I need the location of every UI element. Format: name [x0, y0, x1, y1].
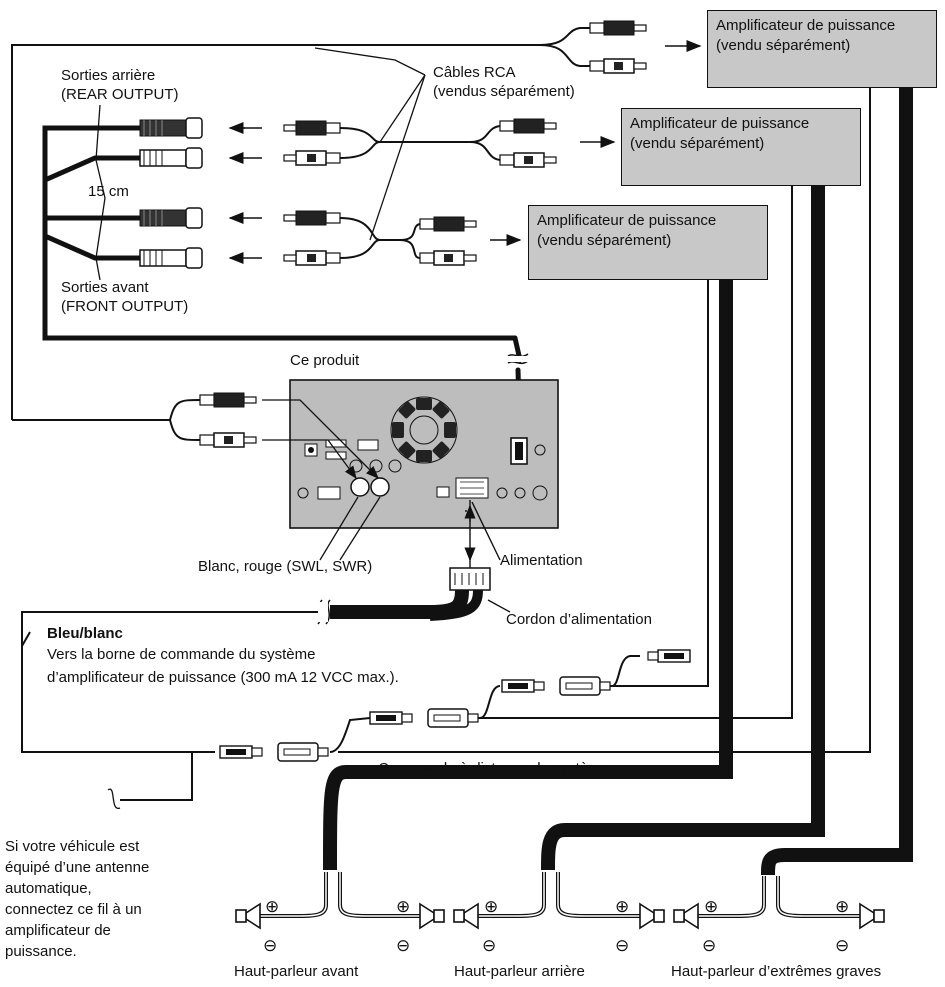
- amplifier-top: Amplificateur de puissance (vendu séparé…: [707, 10, 937, 88]
- power-connector: [449, 567, 491, 591]
- front-output-label: Sorties avant (FRONT OUTPUT): [61, 279, 189, 315]
- minus-sign: ⊖: [263, 936, 278, 955]
- amplifier-note: (vendu séparément): [716, 37, 851, 54]
- minus-sign: ⊖: [835, 936, 850, 955]
- product-label: Ce produit: [290, 352, 360, 369]
- power-label: Alimentation: [500, 552, 583, 569]
- plus-sign: ⊕: [704, 897, 719, 916]
- speaker-rear-left: [453, 903, 479, 929]
- speaker-subwoofer-label: Haut-parleur d’extrêmes graves: [671, 963, 882, 980]
- swl-swr-label: Blanc, rouge (SWL, SWR): [198, 558, 373, 575]
- plus-sign: ⊕: [835, 897, 850, 916]
- amplifier-bottom: Amplificateur de puissance (vendu séparé…: [528, 205, 768, 280]
- remote-control-label: Commande à distance du système: [378, 760, 609, 777]
- speaker-front-left: [235, 903, 261, 929]
- speaker-sub-left: [673, 903, 699, 929]
- speaker-front-label: Haut-parleur avant: [234, 963, 359, 980]
- speaker-front-right: [419, 903, 445, 929]
- speaker-rear-label: Haut-parleur arrière: [454, 963, 585, 980]
- amplifier-note: (vendu séparément): [537, 232, 672, 249]
- amplifier-title: Amplificateur de puissance: [537, 212, 717, 229]
- antenna-note: Si votre véhicule est équipé d’une anten…: [5, 838, 150, 960]
- amplifier-middle: Amplificateur de puissance (vendu séparé…: [621, 108, 861, 186]
- minus-sign: ⊖: [482, 936, 497, 955]
- amplifier-note: (vendu séparément): [630, 135, 765, 152]
- minus-sign: ⊖: [396, 936, 411, 955]
- amplifier-title: Amplificateur de puissance: [716, 17, 896, 34]
- length-label: 15 cm: [88, 183, 129, 200]
- blue-white-description: Vers la borne de commande du système d’a…: [47, 646, 399, 686]
- rca-cables-label: Câbles RCA (vendus séparément): [433, 64, 575, 100]
- plus-sign: ⊕: [396, 897, 411, 916]
- minus-sign: ⊖: [702, 936, 717, 955]
- speaker-rear-right: [639, 903, 665, 929]
- head-unit: [289, 379, 559, 529]
- plus-sign: ⊕: [265, 897, 280, 916]
- plus-sign: ⊕: [484, 897, 499, 916]
- blue-white-label: Bleu/blanc: [47, 625, 123, 642]
- minus-sign: ⊖: [615, 936, 630, 955]
- amplifier-title: Amplificateur de puissance: [630, 115, 810, 132]
- plus-sign: ⊕: [615, 897, 630, 916]
- speaker-sub-right: [859, 903, 885, 929]
- rear-output-label: Sorties arrière (REAR OUTPUT): [61, 67, 179, 103]
- power-cord-label: Cordon d’alimentation: [506, 611, 652, 628]
